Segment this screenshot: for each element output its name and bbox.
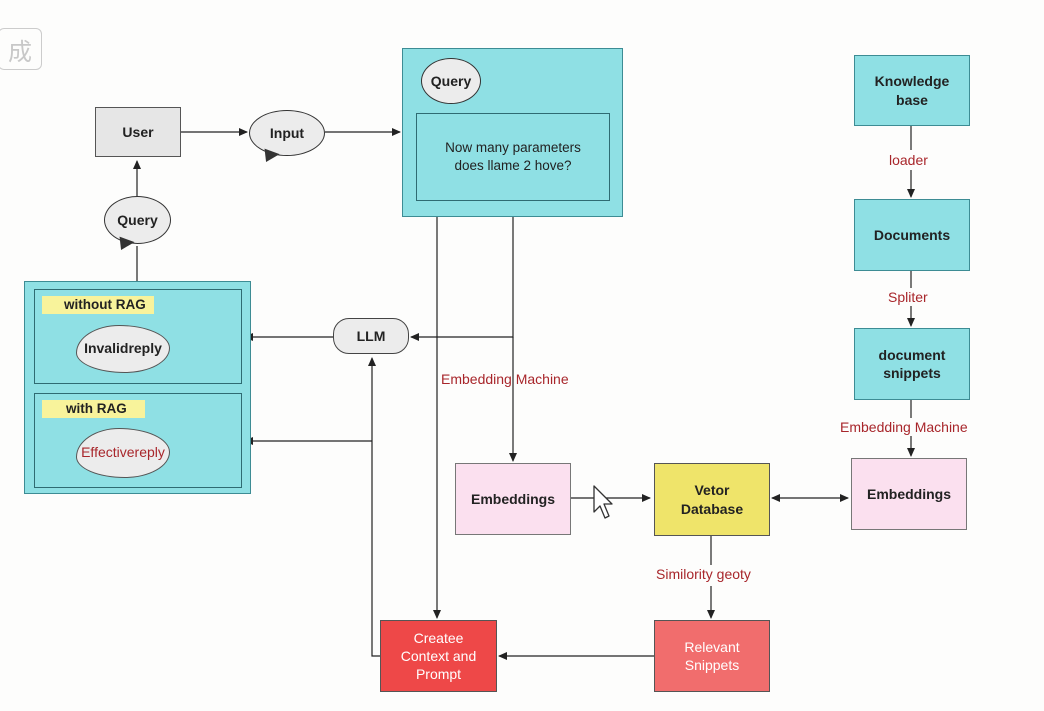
- cursor-icon: [593, 485, 613, 519]
- query-bubble-left: Query: [104, 196, 171, 244]
- embedding-machine-label-left: Embedding Machine: [441, 371, 569, 387]
- effective-reply-cloud: Effectivereply: [76, 428, 170, 478]
- llm-node: LLM: [333, 318, 409, 354]
- embedding-machine-label-right: Embedding Machine: [840, 419, 968, 435]
- invalid-reply-cloud: Invalidreply: [76, 325, 170, 373]
- input-bubble: Input: [249, 110, 325, 156]
- embeddings-node-right: Embeddings: [851, 458, 967, 530]
- with-rag-label: with RAG: [42, 400, 145, 418]
- edge-context-llm: [368, 357, 380, 657]
- similarity-query-label: Similority geoty: [656, 566, 751, 582]
- edge-question-llm: [410, 200, 514, 341]
- query-bubble-top: Query: [421, 58, 481, 104]
- documents-node: Documents: [854, 199, 970, 271]
- without-rag-label: without RAG: [42, 296, 154, 314]
- user-node: User: [95, 107, 181, 157]
- spliter-label: Spliter: [888, 289, 928, 305]
- embeddings-node-left: Embeddings: [455, 463, 571, 535]
- loader-label: loader: [889, 152, 928, 168]
- watermark-logo: 成: [0, 28, 42, 70]
